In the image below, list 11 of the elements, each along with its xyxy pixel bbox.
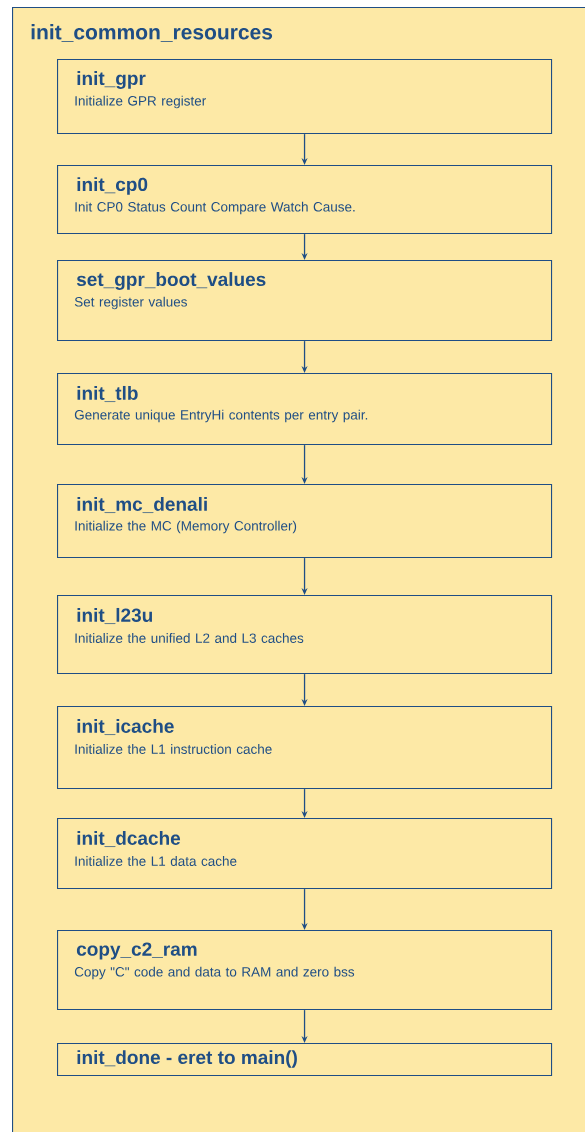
process-box: init_mc_denali Initialize the MC (Memory Controller) — [57, 484, 553, 559]
group-title: init_common_resources — [31, 24, 273, 42]
process-box: copy_c2_ram Copy "C" code and data to RAM and zero bss — [57, 930, 553, 1011]
process-box: init_l23u Initialize the unified L2 and L3 caches — [57, 595, 553, 675]
process-box: init_tlb Generate unique EntryHi contents per entry pair. — [57, 373, 553, 446]
process-box: init_icache Initialize the L1 instruction cache — [57, 706, 553, 790]
process-box: init_done - eret to main() — [57, 1043, 553, 1077]
process-box: init_cp0 Init CP0 Status Count Compare Watch Cause. — [57, 165, 553, 235]
process-box: init_gpr Initialize GPR register — [57, 59, 553, 135]
process-box: set_gpr_boot_values Set register values — [57, 260, 553, 342]
process-box: init_dcache Initialize the L1 data cache — [57, 818, 553, 890]
